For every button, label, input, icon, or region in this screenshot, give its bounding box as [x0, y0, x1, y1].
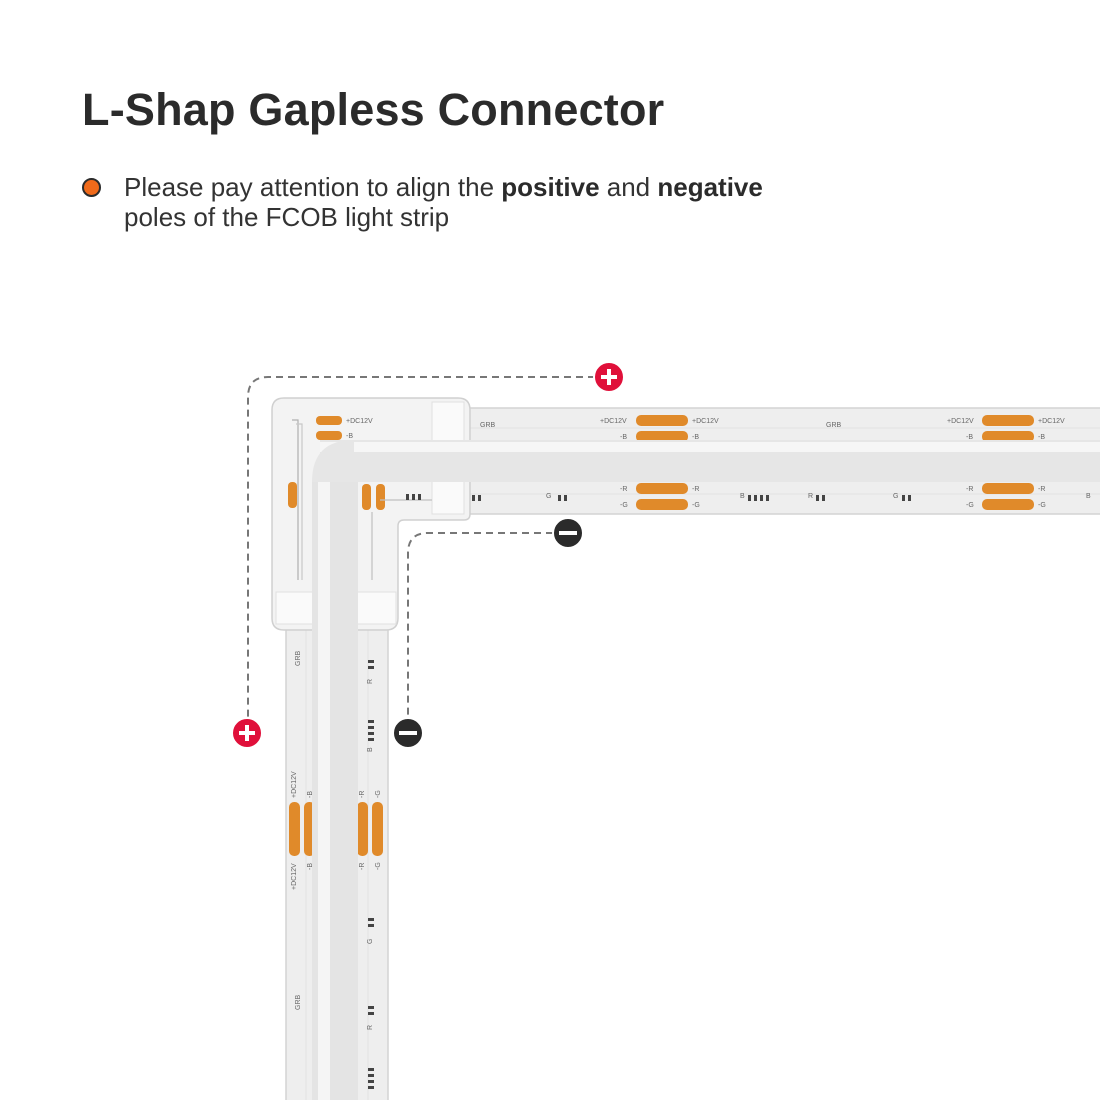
bullet-icon [82, 178, 101, 197]
svg-text:-B: -B [692, 434, 699, 441]
svg-text:-G: -G [375, 862, 382, 870]
svg-text:GRB: GRB [480, 422, 496, 429]
svg-text:R: R [808, 493, 813, 500]
svg-text:-R: -R [620, 486, 627, 493]
svg-text:-B: -B [346, 433, 353, 440]
svg-text:+DC12V: +DC12V [1038, 418, 1065, 425]
vertical-strip-labels: GRB GRB +DC12V +DC12V -B -B -R -R -G -G … [291, 651, 382, 1031]
svg-text:-B: -B [307, 863, 314, 870]
svg-text:-B: -B [307, 791, 314, 798]
svg-text:+DC12V: +DC12V [947, 418, 974, 425]
instruction-positive: positive [501, 172, 600, 202]
svg-text:-R: -R [966, 486, 973, 493]
svg-text:-B: -B [1038, 434, 1045, 441]
svg-text:-B: -B [966, 434, 973, 441]
horizontal-strip-labels: GRB GRB +DC12V +DC12V +DC12V +DC12V -B -… [480, 418, 1091, 509]
instruction-text: Please pay attention to align the positi… [124, 172, 763, 232]
svg-text:+DC12V: +DC12V [692, 418, 719, 425]
svg-text:-G: -G [375, 790, 382, 798]
positive-guide-line [247, 376, 595, 718]
svg-text:B: B [367, 747, 374, 752]
instruction-line2: poles of the FCOB light strip [124, 202, 450, 232]
svg-text:GRB: GRB [295, 995, 302, 1011]
svg-text:R: R [367, 679, 374, 684]
instruction-negative: negative [657, 172, 763, 202]
svg-text:B: B [1086, 493, 1091, 500]
svg-text:G: G [367, 939, 374, 944]
svg-text:GRB: GRB [826, 422, 842, 429]
negative-marker-left [392, 717, 424, 749]
svg-text:R: R [367, 1025, 374, 1030]
instruction-part2: and [599, 172, 658, 202]
svg-text:-R: -R [1038, 486, 1045, 493]
svg-text:G: G [546, 493, 551, 500]
svg-text:+DC12V: +DC12V [291, 771, 298, 798]
positive-marker-top [593, 361, 625, 393]
negative-guide-line [407, 532, 553, 718]
svg-text:-G: -G [1038, 502, 1046, 509]
svg-text:-G: -G [966, 502, 974, 509]
svg-text:-R: -R [359, 863, 366, 870]
instruction-part1: Please pay attention to align the [124, 172, 502, 202]
l-connector-body: +DC12V -B [271, 397, 1100, 1100]
vertical-pads [289, 802, 383, 856]
negative-marker-top [552, 517, 584, 549]
svg-text:+DC12V: +DC12V [600, 418, 627, 425]
svg-text:+DC12V: +DC12V [346, 418, 373, 425]
svg-text:-R: -R [692, 486, 699, 493]
horizontal-pads [636, 415, 1034, 510]
vertical-chips [368, 660, 374, 1089]
svg-text:-G: -G [692, 502, 700, 509]
svg-text:GRB: GRB [295, 651, 302, 667]
horizontal-chips [472, 495, 911, 501]
positive-marker-left [231, 717, 263, 749]
page-title: L-Shap Gapless Connector [82, 84, 665, 135]
svg-text:-R: -R [359, 791, 366, 798]
svg-text:-B: -B [620, 434, 627, 441]
svg-text:+DC12V: +DC12V [291, 863, 298, 890]
svg-text:-G: -G [620, 502, 628, 509]
svg-text:B: B [740, 493, 745, 500]
svg-text:G: G [893, 493, 898, 500]
